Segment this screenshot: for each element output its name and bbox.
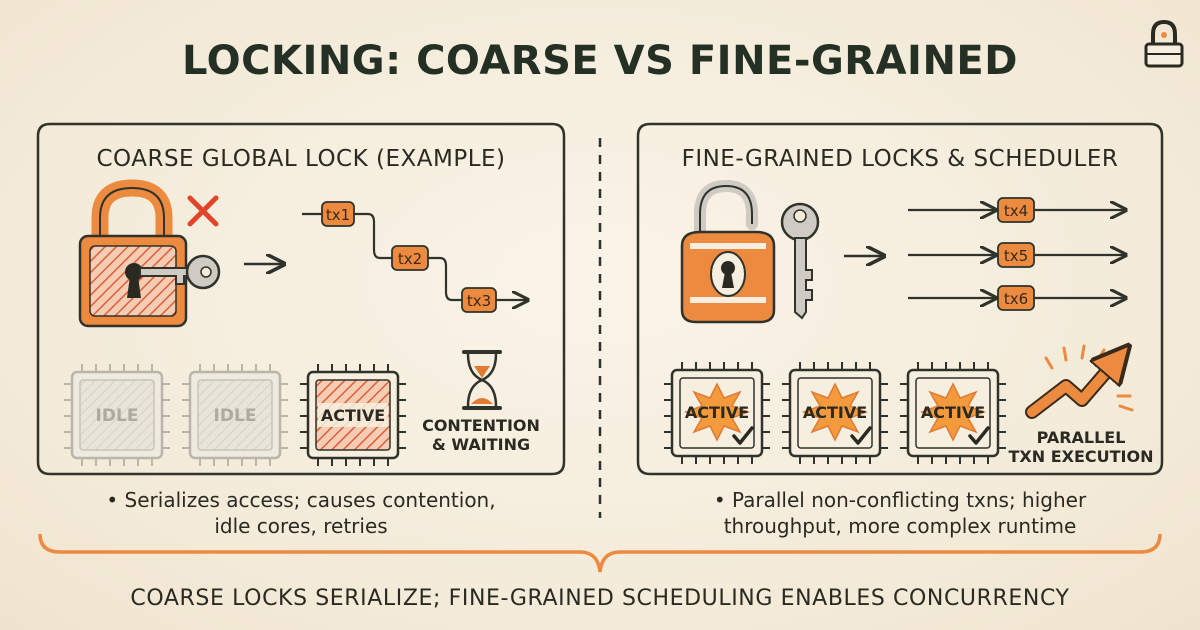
core-chip-active-2: ACTIVE xyxy=(782,362,888,464)
svg-text:ACTIVE: ACTIVE xyxy=(921,403,985,422)
blocked-x-icon xyxy=(187,195,219,227)
coarse-padlock-icon xyxy=(78,179,188,328)
core-chip-active-left: ACTIVE xyxy=(300,364,406,466)
standing-key-icon xyxy=(780,202,820,320)
key-icon xyxy=(139,254,221,290)
svg-text:tx1: tx1 xyxy=(326,206,350,224)
core-chip-idle-2: IDLE xyxy=(182,364,288,466)
core-chip-active-3: ACTIVE xyxy=(900,362,1006,464)
summary-footer: COARSE LOCKS SERIALIZE; FINE-GRAINED SCH… xyxy=(130,586,1070,611)
svg-text:tx2: tx2 xyxy=(398,250,422,268)
left-panel-frame xyxy=(36,122,566,476)
svg-text:ACTIVE: ACTIVE xyxy=(321,406,385,425)
tx-token-tx3: tx3 xyxy=(461,287,497,313)
page-title: LOCKING: COARSE VS FINE-GRAINED xyxy=(182,38,1018,84)
serial-tx-chain xyxy=(302,212,526,300)
left-note-line-2: idle cores, retries xyxy=(214,514,388,538)
parallel-tx-lanes xyxy=(908,210,1124,298)
hourglass-icon xyxy=(462,350,502,410)
core-chip-idle-1: IDLE xyxy=(64,364,170,466)
right-note-line-2: throughput, more complex runtime xyxy=(723,514,1077,538)
svg-text:IDLE: IDLE xyxy=(214,406,257,426)
trend-up-arrow-icon xyxy=(1025,346,1134,419)
svg-text:tx3: tx3 xyxy=(467,292,491,310)
right-panel-frame xyxy=(636,122,1164,476)
summary-brace xyxy=(38,533,1162,573)
tx-token-tx2: tx2 xyxy=(391,245,429,271)
svg-text:tx4: tx4 xyxy=(1004,202,1028,220)
parallel-execution-caption: PARALLEL TXN EXECUTION xyxy=(1008,428,1154,466)
contention-caption: CONTENTION & WAITING xyxy=(422,416,540,454)
right-note-line-1: • Parallel non-conflicting txns; higher xyxy=(713,488,1087,512)
tx-token-tx5: tx5 xyxy=(997,242,1035,268)
svg-text:ACTIVE: ACTIVE xyxy=(803,403,867,422)
tx-token-tx6: tx6 xyxy=(997,285,1035,311)
svg-text:IDLE: IDLE xyxy=(96,406,139,426)
right-panel-heading: FINE-GRAINED LOCKS & SCHEDULER xyxy=(681,146,1119,172)
left-panel-heading: COARSE GLOBAL LOCK (EXAMPLE) xyxy=(96,146,506,172)
svg-text:tx5: tx5 xyxy=(1004,247,1028,265)
left-note-line-1: • Serializes access; causes contention, xyxy=(106,488,496,512)
svg-text:ACTIVE: ACTIVE xyxy=(685,403,749,422)
tx-token-tx4: tx4 xyxy=(997,197,1035,223)
fine-grained-padlock-icon xyxy=(680,179,776,324)
tx-token-tx1: tx1 xyxy=(321,201,355,227)
core-chip-active-1: ACTIVE xyxy=(664,362,770,464)
svg-text:tx6: tx6 xyxy=(1004,290,1028,308)
corner-lock-logo-icon xyxy=(1144,19,1184,68)
